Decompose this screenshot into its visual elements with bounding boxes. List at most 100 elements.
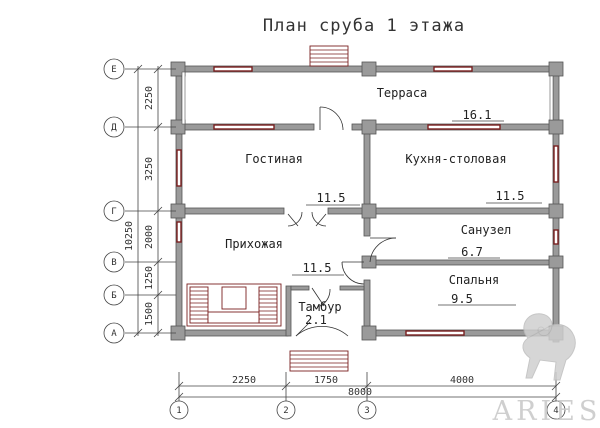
wall-vestibule-west [285, 285, 292, 337]
room-area-bedroom: 9.5 [451, 292, 473, 306]
wall-g-west [175, 207, 285, 215]
dim-v-3: 2000 [144, 225, 155, 249]
axis-label-d: Д [111, 123, 117, 133]
door-leaf [287, 213, 299, 227]
axis-marker [103, 251, 125, 273]
door-swing [295, 326, 349, 337]
axis-label-v: В [111, 258, 116, 268]
wall-vestibule-top-right [339, 285, 365, 291]
south-wall-west [175, 329, 289, 337]
room-name-bedroom: Спальня [449, 273, 500, 287]
dim-h-2: 1750 [314, 375, 338, 386]
door-swing [311, 211, 327, 227]
window [553, 229, 559, 245]
axis-marker [103, 322, 125, 344]
room-area-hallway: 11.5 [303, 261, 332, 275]
entrance-steps [289, 350, 349, 372]
door-swing [319, 288, 331, 307]
axis-label-2: 2 [283, 406, 288, 416]
vertical-dimensions: 2250 3250 2000 1250 1500 10250 [124, 64, 163, 338]
axis-marker [546, 400, 566, 420]
door-swing [319, 106, 344, 131]
dim-h-total: 8000 [348, 387, 372, 398]
axis-marker [103, 284, 125, 306]
axis-marker [103, 58, 125, 80]
post [548, 203, 564, 219]
dim-h-3: 4000 [450, 375, 474, 386]
post [548, 255, 564, 269]
axis-grid-numbers: 1 2 3 4 [169, 400, 566, 420]
plan-title: План сруба 1 этажа [263, 16, 465, 36]
wall-vestibule-top [290, 285, 310, 291]
dim-v-4: 1250 [144, 266, 155, 290]
entrance-steps-frame [289, 350, 349, 372]
room-area-bathroom: 6.7 [461, 245, 483, 259]
wall-3-upper [363, 123, 371, 237]
axis-label-3: 3 [364, 406, 369, 416]
room-name-terrace: Терраса [377, 86, 428, 100]
room-area-kitchen: 11.5 [496, 189, 525, 203]
terrace-steps [309, 45, 349, 67]
axis-marker [103, 200, 125, 222]
window [213, 124, 275, 130]
wall-posts [170, 61, 564, 341]
axis-label-b: Б [111, 291, 116, 301]
post [361, 325, 377, 341]
door-leaf [311, 287, 325, 307]
door-swing [287, 211, 303, 227]
axis-label-e: Е [111, 65, 116, 75]
window [553, 145, 559, 183]
aries-watermark: ARIES [492, 313, 600, 427]
windows [176, 66, 559, 336]
axis-marker [276, 400, 296, 420]
wall-bedroom-top [369, 259, 560, 266]
door-swing [369, 237, 397, 263]
room-name-hallway: Прихожая [225, 237, 283, 251]
stair-well [221, 286, 247, 310]
axis-label-a: А [111, 329, 117, 339]
post [361, 255, 377, 269]
interior-staircase [186, 283, 282, 327]
window [176, 221, 182, 243]
room-name-living: Гостиная [245, 152, 303, 166]
room-area-terrace: 16.1 [463, 108, 492, 122]
window [176, 149, 182, 187]
dim-v-5: 1500 [144, 302, 155, 326]
axis-label-4: 4 [553, 406, 558, 416]
window [213, 66, 253, 72]
stair-flight-right [258, 286, 278, 324]
post [548, 119, 564, 135]
axis-marker [357, 400, 377, 420]
terrace-railing [181, 71, 554, 125]
door-swing [341, 261, 365, 285]
room-area-living: 11.5 [317, 191, 346, 205]
post [361, 61, 377, 77]
dim-h-1: 2250 [232, 375, 256, 386]
horizontal-dimensions: 2250 1750 4000 8000 [174, 372, 561, 402]
west-wall [175, 65, 183, 337]
axis-grid-letters: Е Д Г В Б А [103, 58, 176, 344]
room-name-bathroom: Санузел [461, 223, 512, 237]
window [405, 330, 465, 336]
axis-marker [169, 400, 189, 420]
post [361, 203, 377, 219]
axis-marker [103, 116, 125, 138]
stair-flight-left [189, 286, 209, 324]
room-area-vestibule: 2.1 [305, 313, 327, 327]
dim-v-1: 2250 [144, 86, 155, 110]
stair-landing [207, 311, 260, 324]
room-name-vestibule: Тамбур [298, 300, 341, 314]
post [548, 61, 564, 77]
window [427, 124, 501, 130]
ram-logo-icon [522, 313, 576, 381]
room-labels: Терраса 16.1 Гостиная 11.5 Кухня-столова… [225, 86, 542, 327]
watermark-text: ARIES [492, 396, 600, 427]
window [433, 66, 473, 72]
room-name-kitchen: Кухня-столовая [405, 152, 506, 166]
post [361, 119, 377, 135]
dim-v-2: 3250 [144, 157, 155, 181]
dim-v-total: 10250 [124, 221, 135, 251]
axis-label-1: 1 [176, 406, 181, 416]
door-leaf [315, 213, 327, 227]
